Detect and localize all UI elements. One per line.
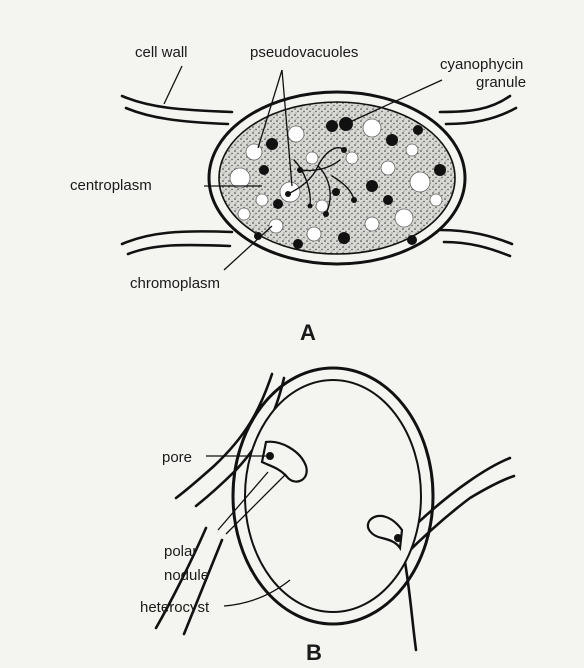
label-centroplasm: centroplasm [70,177,152,194]
pore-lower [394,534,402,542]
diagram-b: pore polar nodule heterocyst B [140,368,514,665]
label-chromoplasm: chromoplasm [130,275,220,292]
cell-wall-upper-right [440,96,510,112]
cell-wall-upper-left [122,96,232,112]
label-nodule: nodule [164,567,209,584]
label-pore: pore [162,449,192,466]
label-polar: polar [164,543,197,560]
pore-upper [266,452,274,460]
caption-a: A [300,320,316,345]
cell-wall-lower-left-inner [128,245,230,254]
cell-wall-lower-left [122,231,232,244]
heterocyst-inner-wall [245,380,421,612]
label-cyanophycin: cyanophycin [440,56,523,73]
cell-wall-lower-right-inner [444,242,510,256]
leader-cell-wall [164,66,182,104]
caption-b: B [306,640,322,665]
diagram-a: cell wall pseudovacuoles cyanophycin gra… [70,44,526,345]
label-pseudovacuoles: pseudovacuoles [250,44,358,61]
label-heterocyst: heterocyst [140,599,210,616]
label-cell-wall: cell wall [135,44,188,61]
label-granule: granule [476,74,526,91]
